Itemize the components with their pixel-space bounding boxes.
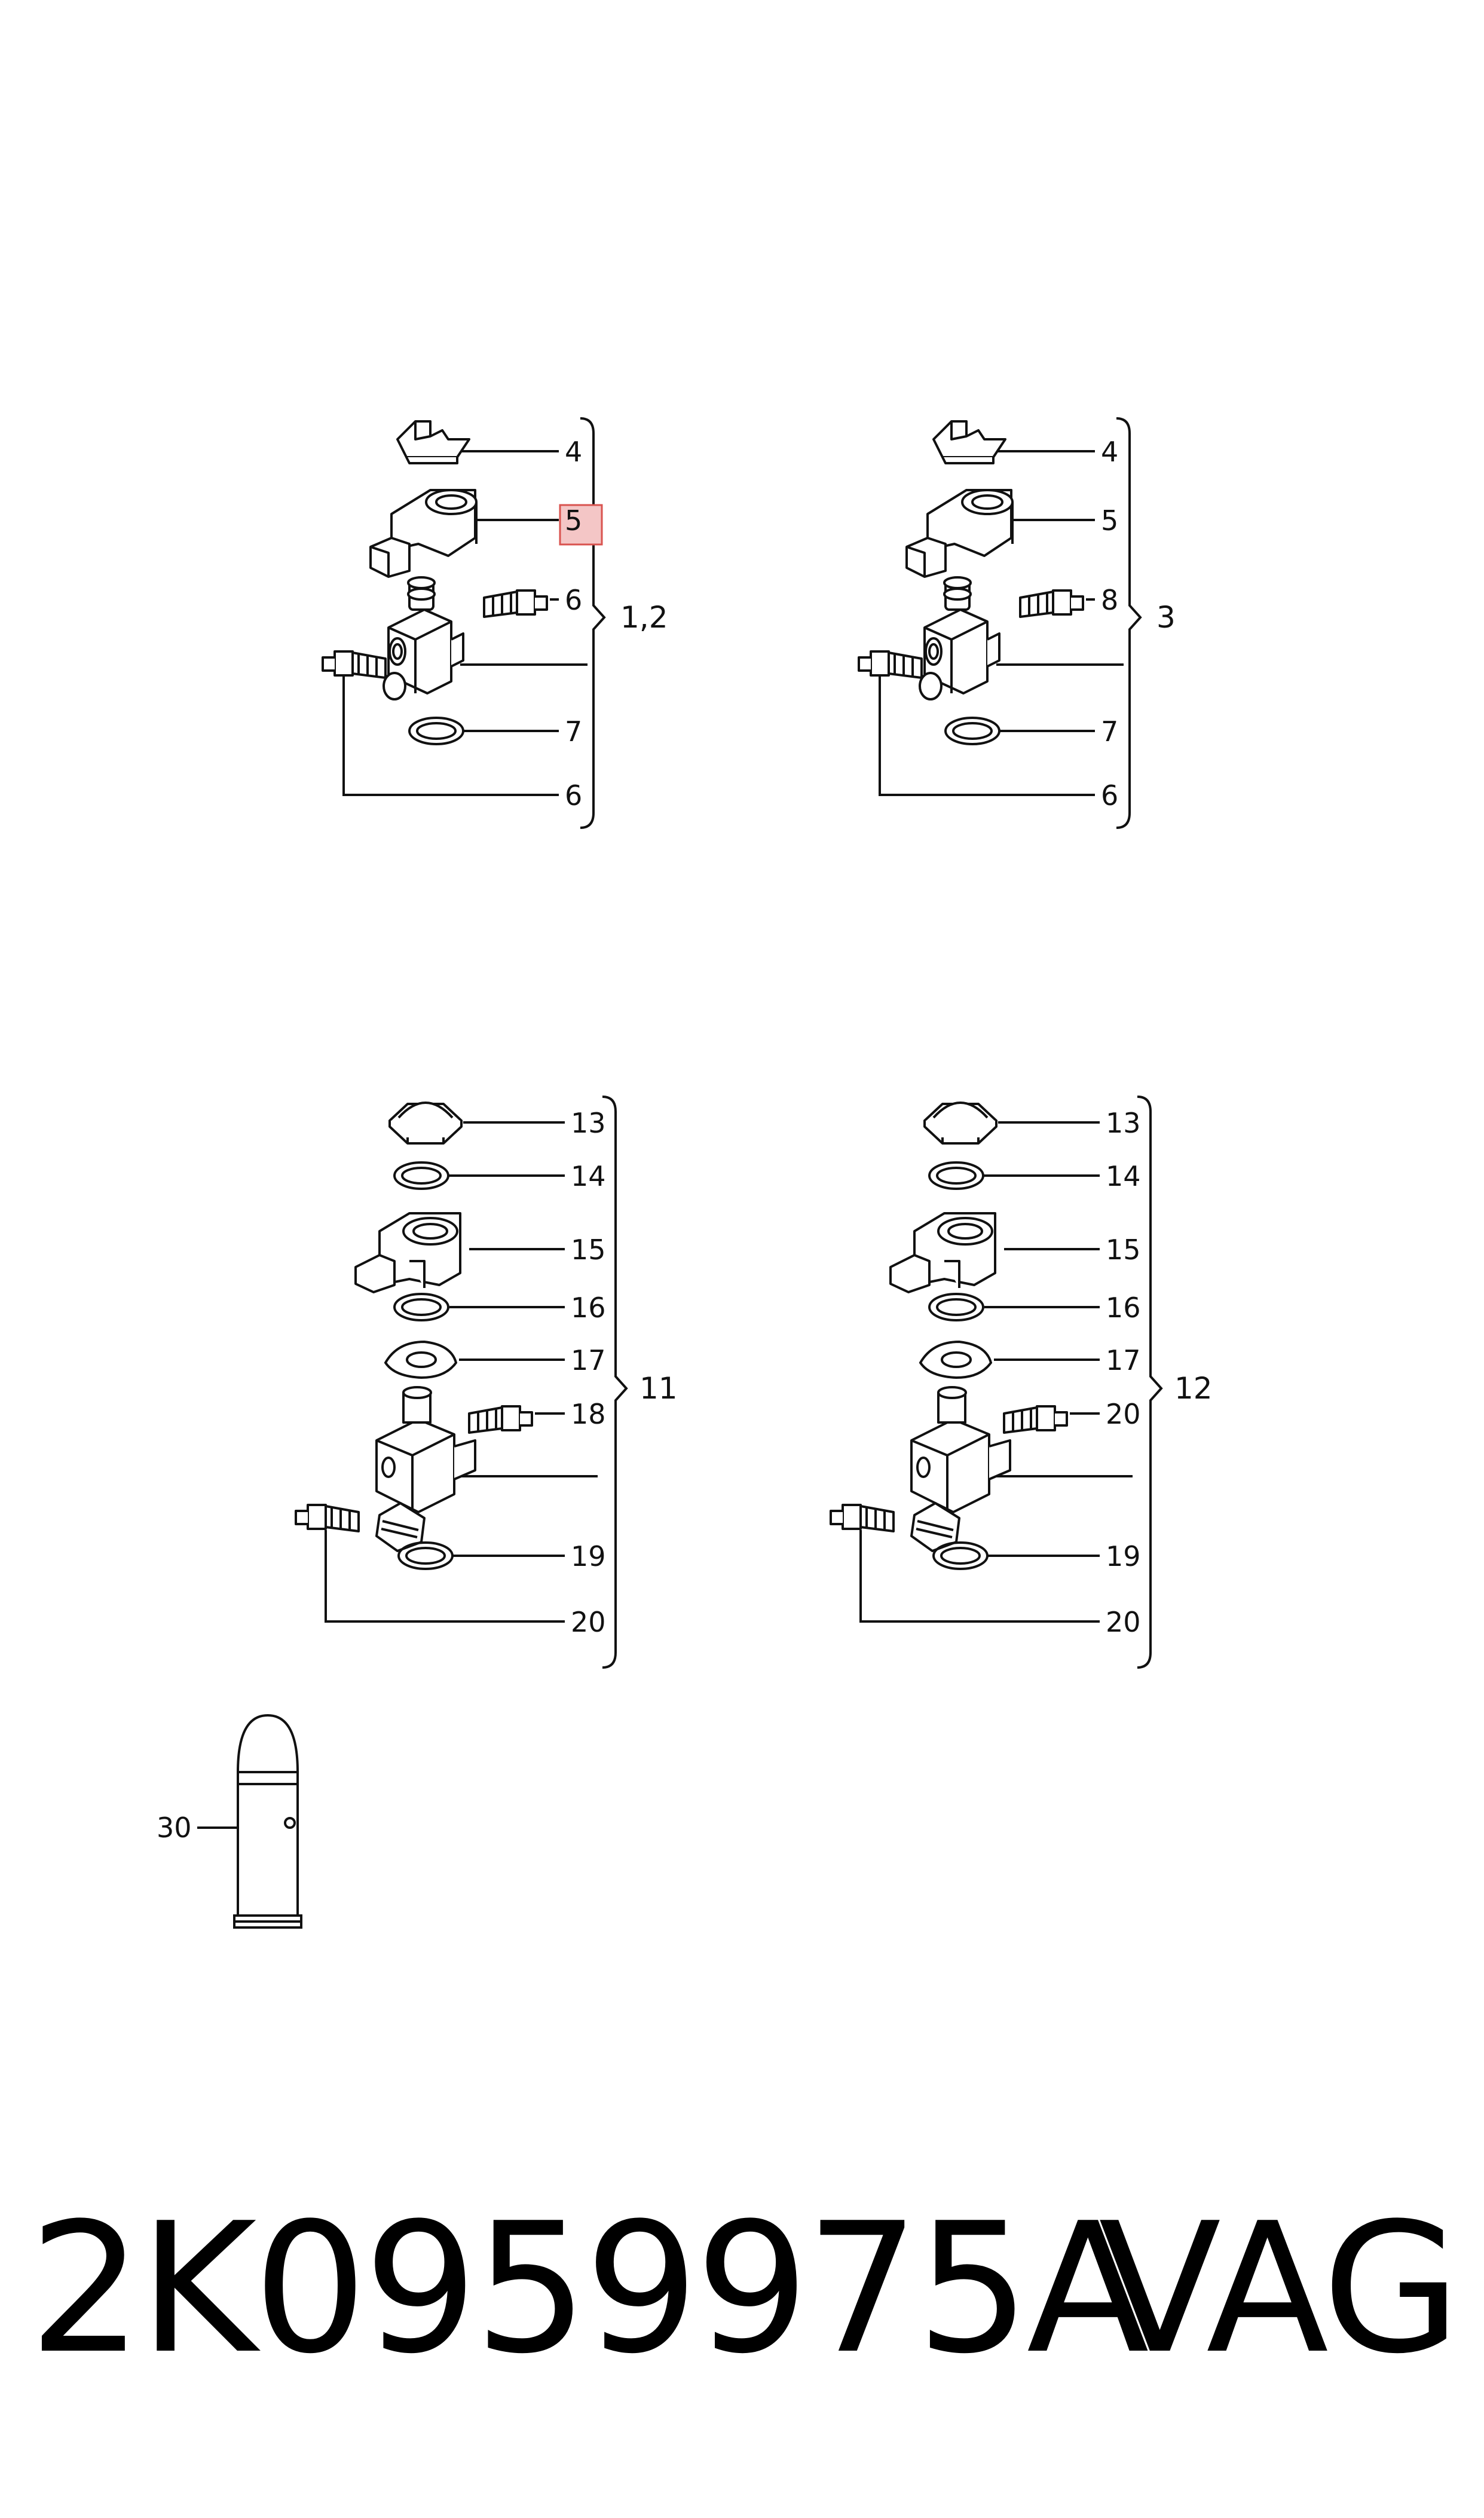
part-number: 2K0959975A (29, 2184, 1149, 2393)
callout-17: 17 (1106, 1344, 1141, 1376)
part-30-cylinder-icon (233, 1714, 302, 1929)
hex-cap-icon (923, 1102, 998, 1145)
leader-line (342, 675, 559, 796)
fitting-icon (468, 1405, 533, 1434)
o-ring-icon (928, 1161, 984, 1190)
callout-30: 30 (157, 1812, 192, 1844)
clip-icon (932, 420, 1006, 464)
group-bracket (1116, 417, 1142, 829)
fitting-icon (483, 589, 548, 618)
fitting-icon (858, 650, 923, 679)
leader-line (859, 1530, 1100, 1623)
fitting-icon (830, 1504, 895, 1532)
group-bracket (602, 1096, 628, 1669)
callout-8: 8 (1101, 584, 1118, 616)
callout-4: 4 (565, 436, 582, 468)
solenoid-coil-icon (905, 489, 1014, 578)
caption: 2K0959975A VAG (29, 2182, 1463, 2397)
fitting-icon (322, 650, 387, 679)
callout-15: 15 (1106, 1234, 1141, 1266)
callout-15: 15 (571, 1234, 606, 1266)
callout-14: 14 (571, 1160, 606, 1192)
fitting-icon (1019, 589, 1084, 618)
o-ring-icon (393, 1161, 449, 1190)
valve-body-icon (910, 1386, 1011, 1552)
callout-20: 20 (571, 1606, 606, 1638)
clip-icon (396, 420, 470, 464)
callout-13: 13 (571, 1107, 606, 1139)
valve-body-icon (383, 576, 464, 700)
callout-14: 14 (1106, 1160, 1141, 1192)
callout-7: 7 (1101, 715, 1118, 748)
group-bracket (1137, 1096, 1163, 1669)
callout-6: 6 (565, 779, 582, 812)
o-ring-icon (397, 1541, 454, 1570)
callout-20: 20 (1106, 1398, 1141, 1430)
group-label: 1,2 (620, 600, 668, 635)
o-ring-icon (928, 1293, 984, 1321)
callout-6: 6 (565, 584, 582, 616)
leader-line (879, 675, 1095, 796)
group-label: 12 (1174, 1371, 1213, 1406)
fitting-icon (1003, 1405, 1068, 1434)
valve-body-icon (375, 1386, 476, 1552)
brand-name: VAG (1099, 2184, 1461, 2393)
valve-body-icon (919, 576, 1000, 700)
group-label: 3 (1156, 600, 1176, 635)
highlight-box (559, 504, 603, 546)
o-ring-icon (393, 1293, 449, 1321)
callout-13: 13 (1106, 1107, 1141, 1139)
o-ring-icon (944, 717, 1000, 745)
group-label: 11 (640, 1371, 678, 1406)
callout-16: 16 (571, 1292, 606, 1324)
leader-line (325, 1530, 565, 1623)
callout-18: 18 (571, 1398, 606, 1430)
group-bracket (580, 417, 606, 829)
callout-16: 16 (1106, 1292, 1141, 1324)
solenoid-coil-icon (354, 1212, 461, 1293)
callout-20: 20 (1106, 1606, 1141, 1638)
hex-cap-icon (388, 1102, 463, 1145)
solenoid-coil-icon (369, 489, 478, 578)
callout-6: 6 (1101, 779, 1118, 812)
gasket-icon (384, 1341, 457, 1379)
fitting-icon (295, 1504, 360, 1532)
callout-5: 5 (565, 504, 582, 537)
callout-4: 4 (1101, 436, 1118, 468)
o-ring-icon (932, 1541, 989, 1570)
callout-19: 19 (571, 1540, 606, 1572)
callout-17: 17 (571, 1344, 606, 1376)
callout-19: 19 (1106, 1540, 1141, 1572)
callout-7: 7 (565, 715, 582, 748)
gasket-icon (919, 1341, 992, 1379)
solenoid-coil-icon (889, 1212, 996, 1293)
callout-5: 5 (1101, 504, 1118, 537)
o-ring-icon (408, 717, 464, 745)
